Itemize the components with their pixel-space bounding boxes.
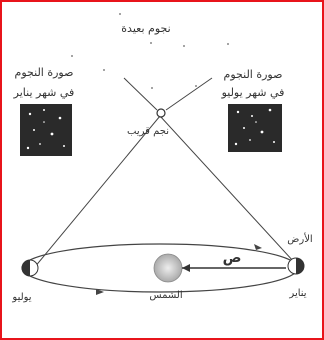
distance-arrowhead — [182, 264, 190, 272]
distant-stars-label: نجوم بعيدة — [121, 22, 170, 35]
right-caption-line1: صورة النجوم — [224, 68, 283, 81]
earth-july — [22, 260, 38, 276]
star-field-january — [20, 104, 72, 156]
left-caption-line1: صورة النجوم — [15, 66, 74, 79]
earth-label: الأرض — [287, 232, 312, 245]
near-star — [157, 109, 165, 117]
left-caption-line2: في شهر يناير — [13, 86, 75, 99]
near-star-label: نجم قريب — [127, 126, 169, 137]
earth-january — [288, 258, 304, 274]
right-caption-line2: في شهر يوليو — [221, 86, 285, 99]
distance-label: ص — [223, 250, 242, 266]
january-label: يناير — [288, 288, 306, 299]
sun-label: الشمس — [149, 290, 182, 301]
star-field-july — [228, 104, 282, 152]
july-label: يوليو — [11, 292, 31, 303]
sun — [154, 254, 182, 282]
orbit-arrow-right — [254, 244, 262, 250]
